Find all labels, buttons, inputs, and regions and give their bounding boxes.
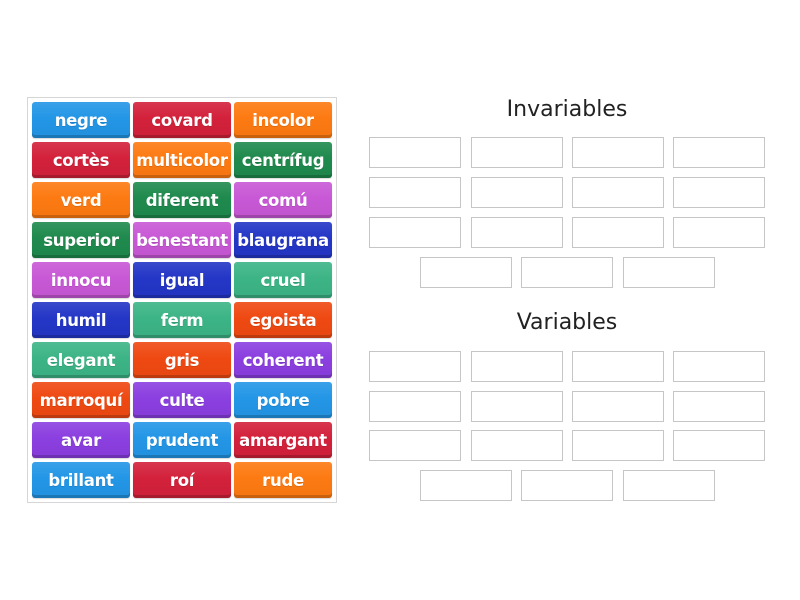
word-tile[interactable]: superior: [32, 222, 130, 258]
word-tile-label: egoista: [249, 310, 317, 330]
drop-slot[interactable]: [471, 137, 563, 168]
drop-slot[interactable]: [623, 470, 715, 501]
word-tile-label: humil: [55, 310, 107, 330]
drop-slot[interactable]: [673, 217, 765, 248]
word-tile-label: pobre: [256, 390, 310, 410]
word-tile[interactable]: benestant: [133, 222, 231, 258]
tile-grid: negre covard incolor cortès multicolor centrí…: [32, 102, 332, 498]
drop-slot[interactable]: [673, 391, 765, 422]
word-tile-label: covard: [151, 110, 213, 130]
word-tile-label: comú: [258, 190, 308, 210]
word-tile-label: innocu: [50, 270, 112, 290]
word-tile[interactable]: comú: [234, 182, 332, 218]
word-tile-label: cruel: [260, 270, 306, 290]
drop-slot[interactable]: [572, 351, 664, 382]
word-tile-label: superior: [43, 230, 119, 250]
word-tile-label: marroquí: [39, 390, 123, 410]
word-tile[interactable]: blaugrana: [234, 222, 332, 258]
drop-slot[interactable]: [471, 430, 563, 461]
word-tile-label: culte: [159, 390, 205, 410]
word-tile-label: negre: [54, 110, 108, 130]
word-tile-label: multicolor: [136, 150, 228, 170]
drop-slot[interactable]: [521, 470, 613, 501]
word-tile-label: incolor: [252, 110, 314, 130]
drop-slot[interactable]: [369, 391, 461, 422]
word-tile-label: gris: [164, 350, 200, 370]
word-tile[interactable]: coherent: [234, 342, 332, 378]
tile-bank: negre covard incolor cortès multicolor centrí…: [27, 97, 337, 503]
word-tile[interactable]: amargant: [234, 422, 332, 458]
word-tile-label: blaugrana: [237, 230, 329, 250]
word-tile[interactable]: brillant: [32, 462, 130, 498]
word-tile-label: ferm: [160, 310, 204, 330]
drop-slot[interactable]: [369, 177, 461, 208]
word-tile[interactable]: covard: [133, 102, 231, 138]
word-tile-label: benestant: [136, 230, 228, 250]
word-tile-label: avar: [61, 430, 101, 450]
drop-slot[interactable]: [572, 217, 664, 248]
word-tile[interactable]: cortès: [32, 142, 130, 178]
drop-slot[interactable]: [369, 217, 461, 248]
group-title-variables: Variables: [516, 310, 618, 335]
drop-slot[interactable]: [471, 391, 563, 422]
drop-slot[interactable]: [471, 177, 563, 208]
word-tile-label: elegant: [46, 350, 116, 370]
word-tile[interactable]: gris: [133, 342, 231, 378]
group-title-invariables: Invariables: [506, 97, 628, 122]
drop-slot[interactable]: [471, 217, 563, 248]
drop-slot[interactable]: [369, 351, 461, 382]
word-tile-label: igual: [159, 270, 205, 290]
drop-slot[interactable]: [623, 257, 715, 288]
word-tile-label: verd: [60, 190, 102, 210]
word-tile-label: roí: [169, 470, 195, 490]
drop-slot[interactable]: [420, 470, 512, 501]
word-tile[interactable]: diferent: [133, 182, 231, 218]
drop-slot[interactable]: [420, 257, 512, 288]
word-tile[interactable]: innocu: [32, 262, 130, 298]
drop-slot[interactable]: [673, 351, 765, 382]
word-tile[interactable]: avar: [32, 422, 130, 458]
drop-slot[interactable]: [572, 177, 664, 208]
word-tile[interactable]: incolor: [234, 102, 332, 138]
drop-slot[interactable]: [369, 430, 461, 461]
drop-slot[interactable]: [673, 137, 765, 168]
word-tile[interactable]: egoista: [234, 302, 332, 338]
word-tile-label: amargant: [239, 430, 327, 450]
word-tile[interactable]: roí: [133, 462, 231, 498]
word-tile[interactable]: igual: [133, 262, 231, 298]
word-tile[interactable]: negre: [32, 102, 130, 138]
word-tile[interactable]: humil: [32, 302, 130, 338]
word-tile[interactable]: prudent: [133, 422, 231, 458]
drop-slot[interactable]: [673, 177, 765, 208]
word-tile[interactable]: rude: [234, 462, 332, 498]
word-tile-label: prudent: [145, 430, 219, 450]
word-tile[interactable]: culte: [133, 382, 231, 418]
drop-slot[interactable]: [471, 351, 563, 382]
word-tile-label: diferent: [145, 190, 219, 210]
word-tile-label: centrífug: [241, 150, 325, 170]
word-tile[interactable]: marroquí: [32, 382, 130, 418]
word-tile-label: coherent: [242, 350, 324, 370]
word-tile[interactable]: ferm: [133, 302, 231, 338]
drop-slot[interactable]: [521, 257, 613, 288]
word-tile-label: cortès: [52, 150, 110, 170]
word-tile-label: rude: [262, 470, 304, 490]
drop-slot[interactable]: [369, 137, 461, 168]
drop-slot[interactable]: [572, 391, 664, 422]
drop-slot[interactable]: [572, 137, 664, 168]
word-tile[interactable]: verd: [32, 182, 130, 218]
word-tile-label: brillant: [48, 470, 114, 490]
drop-slot[interactable]: [572, 430, 664, 461]
drop-slot[interactable]: [673, 430, 765, 461]
word-tile[interactable]: cruel: [234, 262, 332, 298]
word-tile[interactable]: multicolor: [133, 142, 231, 178]
word-tile[interactable]: centrífug: [234, 142, 332, 178]
word-tile[interactable]: elegant: [32, 342, 130, 378]
word-tile[interactable]: pobre: [234, 382, 332, 418]
